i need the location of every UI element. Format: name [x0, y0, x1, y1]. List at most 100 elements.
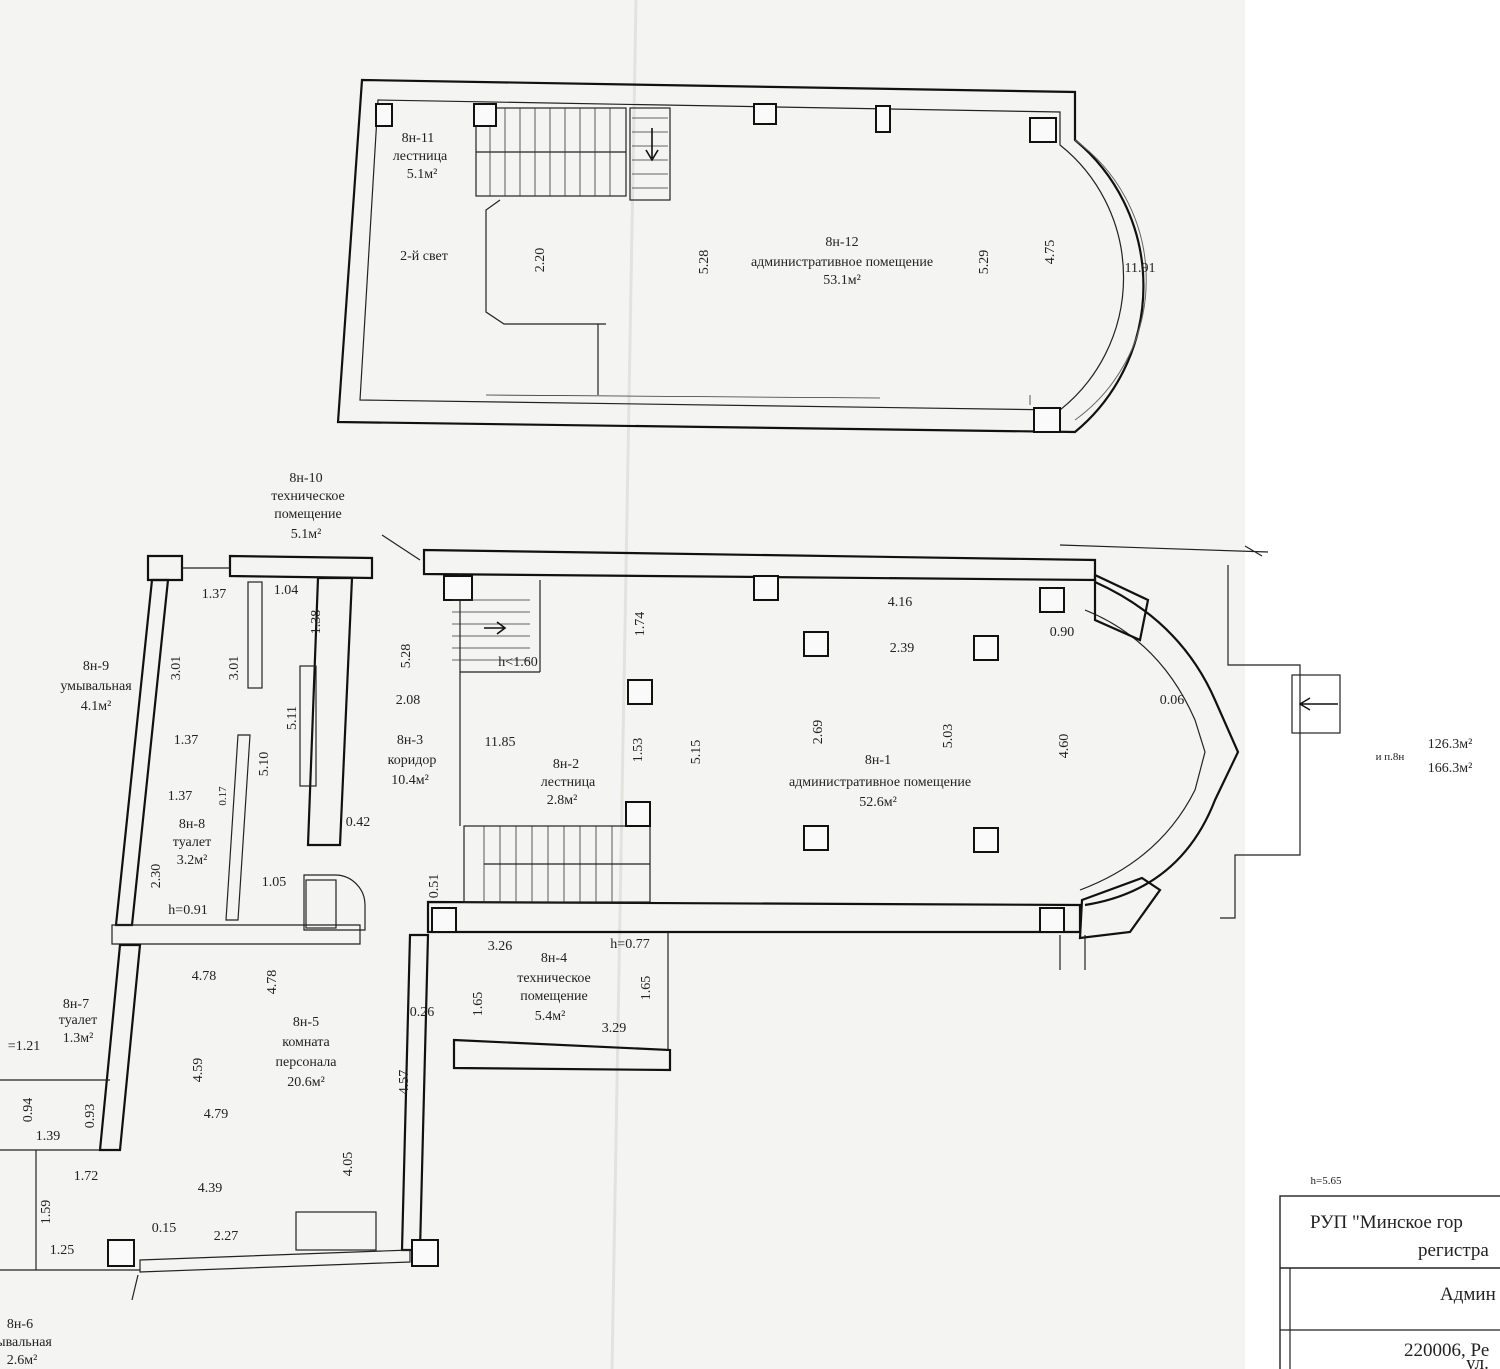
room-8n12-name: административное помещение: [751, 255, 933, 270]
lower-floor-plan: 8н-10 техническое помещение 5.1м² 8н-9 у…: [0, 471, 1341, 1368]
dim-label: 0.90: [1050, 625, 1075, 640]
dim-label: 11.85: [485, 735, 516, 750]
dim-label: 5.28: [399, 644, 414, 669]
dim-label: h=0.77: [610, 937, 649, 952]
totals-area-1: 126.3м²: [1428, 737, 1473, 752]
room-8n5-name1: комната: [282, 1035, 330, 1050]
title-block-line-3: Админ: [1440, 1284, 1496, 1305]
room-8n8-name: туалет: [173, 835, 211, 850]
dim-label: 4.78: [265, 970, 280, 995]
room-8n4-name1: техническое: [517, 971, 590, 986]
dim-label: 2.69: [811, 720, 826, 745]
room-8n5-area: 20.6м²: [287, 1075, 325, 1090]
room-8n11-code: 8н-11: [402, 131, 435, 146]
entrance-porch: [1291, 674, 1341, 734]
room-8n6-name: ывальная: [0, 1335, 52, 1350]
dim-label: 1.05: [262, 875, 287, 890]
column: [973, 827, 999, 853]
dim-label: 1.37: [168, 789, 193, 804]
dim-label: 4.79: [204, 1107, 229, 1122]
room-8n2-name: лестница: [541, 775, 596, 790]
upper-column: [753, 103, 777, 125]
door-swing: [303, 874, 366, 931]
title-block-line-1: РУП "Минское гор: [1310, 1212, 1463, 1233]
column: [627, 679, 653, 705]
upper-apse-arc: [1074, 139, 1147, 421]
paper-right-panel: [1245, 0, 1500, 1369]
upper-column: [875, 105, 891, 133]
dim-label: 1.74: [633, 612, 648, 637]
dim-label: 2.20: [533, 248, 548, 273]
dim-label: 1.39: [36, 1129, 61, 1144]
column: [1039, 587, 1065, 613]
upper-gallery-edge: [485, 199, 606, 325]
dim-label: 4.60: [1057, 734, 1072, 759]
dim-label: 1.04: [274, 583, 299, 598]
upper-inner-wall: [359, 99, 1125, 411]
room-8n1-name: административное помещение: [789, 775, 971, 790]
height-note: h=5.65: [1311, 1175, 1342, 1187]
room-8n10-code: 8н-10: [289, 471, 322, 486]
dim-label: 0.94: [21, 1098, 36, 1123]
room-8n2-code: 8н-2: [553, 757, 579, 772]
column: [431, 907, 457, 933]
dim-label: 4.75: [1043, 240, 1058, 265]
room-8n7-name: туалет: [59, 1013, 97, 1028]
dim-label: 4.59: [191, 1058, 206, 1083]
room-8n8-code: 8н-8: [179, 817, 205, 832]
dim-label: 0.93: [83, 1104, 98, 1129]
room-8n9-code: 8н-9: [83, 659, 109, 674]
room-8n10-name2: помещение: [274, 507, 342, 522]
dim-label: 11.91: [1125, 261, 1156, 276]
room-8n11-name: лестница: [393, 149, 448, 164]
room-8n6-area: 2.6м²: [7, 1353, 38, 1368]
dim-label: 0.17: [217, 786, 229, 806]
room-8n2-area: 2.8м²: [547, 793, 578, 808]
room-8n5-bottom-wall: [139, 1249, 411, 1273]
room-8n5-name2: персонала: [276, 1055, 338, 1070]
room-8n1-area: 52.6м²: [859, 795, 897, 810]
dim-label: 3.29: [602, 1021, 627, 1036]
dim-label: 1.65: [639, 976, 654, 1001]
dim-label: 0.51: [427, 874, 442, 899]
dim-label: 0.26: [410, 1005, 435, 1020]
dim-label: 1.59: [39, 1200, 54, 1225]
dim-label: 1.72: [74, 1169, 99, 1184]
dim-label: 5.29: [977, 250, 992, 275]
dim-label: 1.53: [631, 738, 646, 763]
dim-label: 3.01: [169, 656, 184, 681]
room-8n6-code: 8н-6: [7, 1317, 33, 1332]
room-8n1-code: 8н-1: [865, 753, 891, 768]
room-8n5-code: 8н-5: [293, 1015, 319, 1030]
room-8n9-name: умывальная: [60, 679, 132, 694]
room-8n10-area: 5.1м²: [291, 527, 322, 542]
dim-label: 5.10: [257, 752, 272, 777]
room-8n10-name1: техническое: [271, 489, 344, 504]
dim-label: 0.06: [1160, 693, 1185, 708]
dim-label: 2.39: [890, 641, 915, 656]
dim-label: h=0.91: [168, 903, 207, 918]
dim-label: 3.01: [227, 656, 242, 681]
column: [1039, 907, 1065, 933]
dim-label: 1.37: [174, 733, 199, 748]
totals-label: и п.8н: [1376, 751, 1405, 763]
column: [753, 575, 779, 601]
room-8n8-area: 3.2м²: [177, 853, 208, 868]
dim-label: 1.65: [471, 992, 486, 1017]
room-8n4-name2: помещение: [520, 989, 588, 1004]
dim-label: 0.42: [346, 815, 371, 830]
dim-label: 4.39: [198, 1181, 223, 1196]
upper-column: [1033, 407, 1061, 433]
lower-bottom-wall: [426, 900, 1082, 934]
corridor-wall: [306, 576, 354, 847]
dim-label: 2.27: [214, 1229, 239, 1244]
dim-label: 3.26: [488, 939, 513, 954]
room-8n3-name: коридор: [388, 753, 437, 768]
upper-floor-plan: 8н-11 лестница 5.1м² 2-й свет 8н-12 адми…: [336, 78, 1156, 434]
column: [803, 825, 829, 851]
upper-stair-8n11: [475, 107, 671, 201]
dim-label: 0.15: [152, 1221, 177, 1236]
room-8n12-area: 53.1м²: [823, 273, 861, 288]
room-8n11-area: 5.1м²: [407, 167, 438, 182]
upper-outer-wall: [336, 78, 1145, 434]
